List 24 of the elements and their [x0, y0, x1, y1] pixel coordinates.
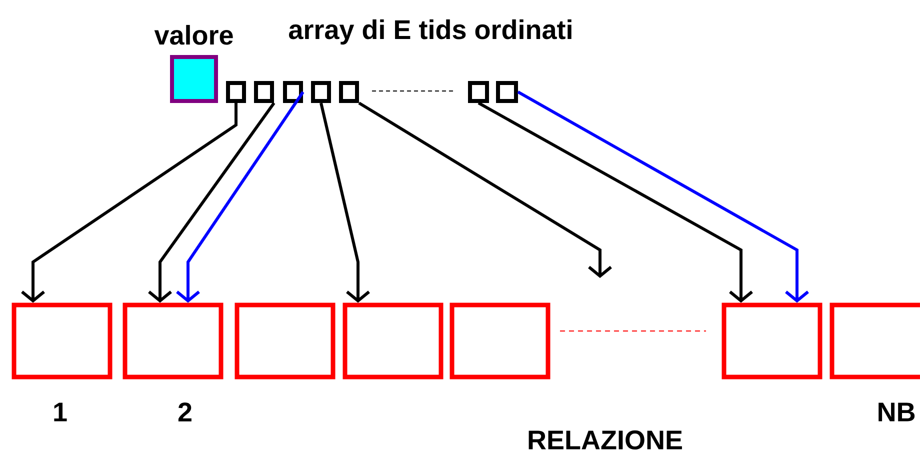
box-number: 2	[178, 402, 192, 422]
page-box	[234, 302, 336, 380]
page-box	[342, 302, 444, 380]
page-box	[722, 302, 822, 380]
arrow	[358, 102, 612, 278]
arrow	[478, 102, 753, 303]
arrow	[21, 103, 238, 303]
pointer-slot	[283, 81, 303, 103]
pointer-slot	[339, 81, 359, 103]
arrow	[176, 91, 304, 303]
page-box	[450, 302, 550, 380]
arrow	[148, 102, 276, 303]
arrow	[320, 102, 370, 303]
array-heading: array di E tids ordinati	[289, 19, 572, 45]
relation-label: RELAZIONE	[528, 430, 682, 450]
box-number: NB	[878, 402, 915, 422]
pointer-slot	[226, 81, 246, 103]
pointer-slot	[311, 81, 331, 103]
box-heading: valore	[154, 24, 233, 45]
pointer-slot	[496, 81, 518, 103]
pointer-slot	[468, 81, 489, 103]
arrow	[517, 90, 809, 303]
pointer-slot	[254, 81, 274, 103]
box-number: 1	[54, 402, 67, 422]
